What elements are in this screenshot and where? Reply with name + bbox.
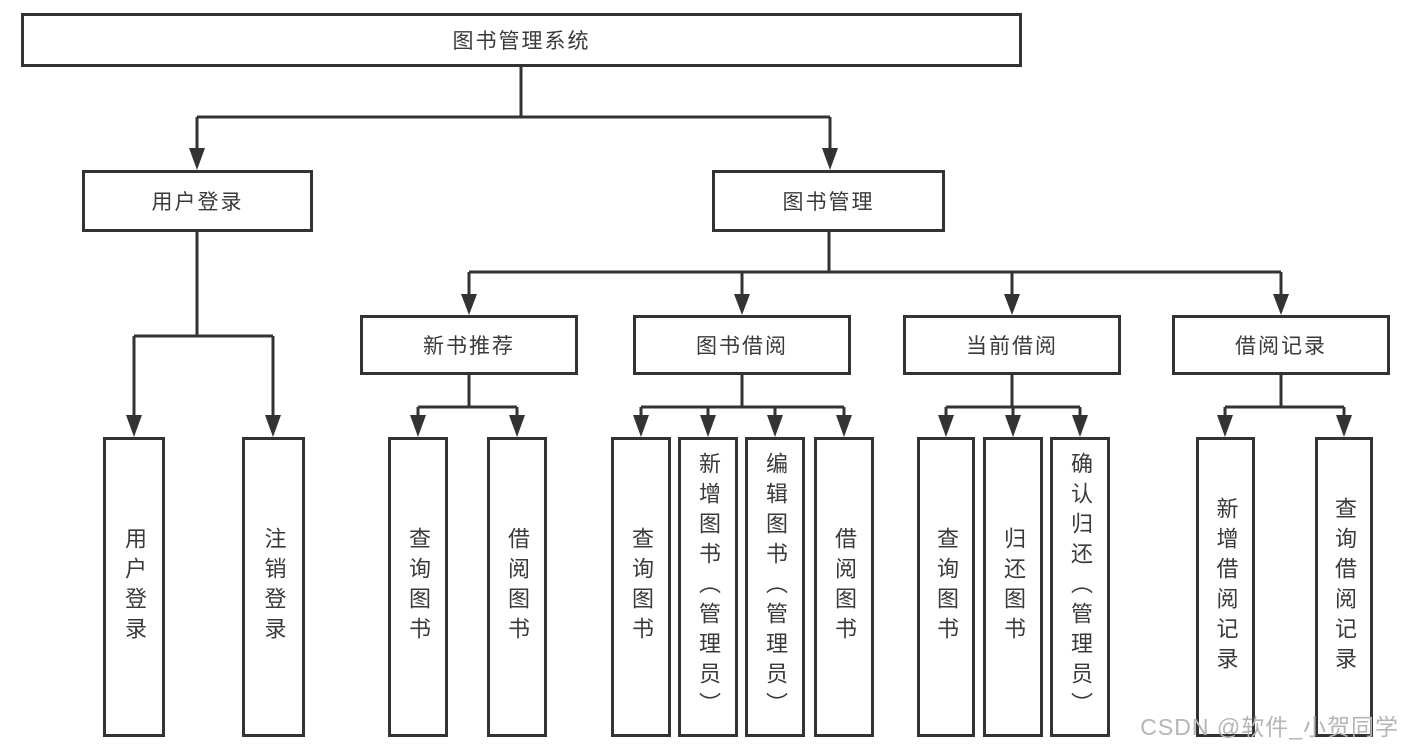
leaf-add-book-admin: 新增图书（管理员） (678, 437, 738, 737)
leaf-query-books-recommend: 查询图书 (388, 437, 448, 737)
leaf-add-borrow-record-label: 新增借阅记录 (1213, 497, 1239, 677)
node-book-borrow: 图书借阅 (633, 315, 851, 375)
leaf-borrow-books-recommend: 借阅图书 (487, 437, 547, 737)
node-book-management: 图书管理 (712, 170, 945, 232)
leaf-logout-label: 注销登录 (261, 527, 287, 647)
watermark: CSDN @软件_小贺同学 (1140, 714, 1399, 740)
leaf-add-borrow-record: 新增借阅记录 (1196, 437, 1255, 737)
leaf-query-books-recommend-label: 查询图书 (406, 527, 431, 647)
leaf-edit-book-admin-label: 编辑图书（管理员） (763, 452, 788, 722)
leaf-confirm-return-admin: 确认归还（管理员） (1050, 437, 1110, 737)
leaf-edit-book-admin: 编辑图书（管理员） (745, 437, 805, 737)
leaf-query-books-borrow: 查询图书 (611, 437, 671, 737)
node-new-book-recommend-label: 新书推荐 (423, 335, 515, 358)
leaf-borrow-books: 借阅图书 (814, 437, 874, 737)
node-borrow-records: 借阅记录 (1172, 315, 1390, 375)
leaf-borrow-books-label: 借阅图书 (832, 527, 857, 647)
leaf-query-books-current: 查询图书 (917, 437, 975, 737)
node-library-management-system: 图书管理系统 (21, 13, 1022, 67)
node-book-borrow-label: 图书借阅 (696, 335, 788, 358)
leaf-query-books-borrow-label: 查询图书 (629, 527, 654, 647)
leaf-return-book-label: 归还图书 (1001, 527, 1026, 647)
node-borrow-records-label: 借阅记录 (1235, 335, 1327, 358)
leaf-query-borrow-record-label: 查询借阅记录 (1332, 497, 1357, 677)
node-current-borrow-label: 当前借阅 (966, 335, 1058, 358)
leaf-query-books-current-label: 查询图书 (934, 527, 959, 647)
node-user-login-label: 用户登录 (151, 191, 244, 214)
leaf-user-login-label: 用户登录 (122, 527, 147, 647)
leaf-return-book: 归还图书 (983, 437, 1043, 737)
leaf-logout: 注销登录 (242, 437, 305, 737)
node-current-borrow: 当前借阅 (903, 315, 1121, 375)
leaf-query-borrow-record: 查询借阅记录 (1315, 437, 1373, 737)
leaf-user-login: 用户登录 (103, 437, 165, 737)
node-book-management-label: 图书管理 (782, 191, 875, 214)
leaf-confirm-return-admin-label: 确认归还（管理员） (1068, 452, 1093, 722)
leaf-add-book-admin-label: 新增图书（管理员） (696, 452, 721, 722)
node-new-book-recommend: 新书推荐 (360, 315, 578, 375)
leaf-borrow-books-recommend-label: 借阅图书 (505, 527, 530, 647)
arrowhead-icons (126, 148, 1352, 437)
node-user-login: 用户登录 (82, 170, 313, 232)
node-library-management-system-label: 图书管理系统 (452, 30, 591, 53)
